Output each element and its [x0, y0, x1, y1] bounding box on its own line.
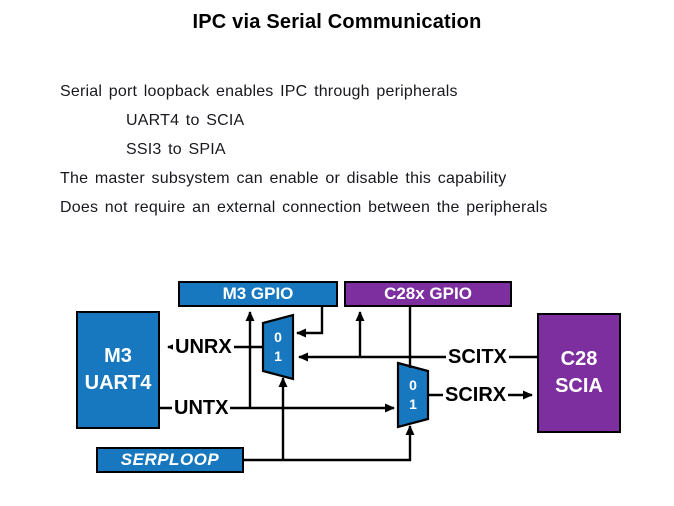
wire-m3gpio-to-mux [296, 307, 324, 338]
mux-right-shape [396, 361, 430, 429]
mux-left-shape [261, 313, 295, 381]
wire-serploop-main [244, 425, 415, 462]
mux-right-digits: 0 1 [398, 364, 428, 426]
serploop-box: SERPLOOP [96, 447, 244, 473]
mux-left-input1: 1 [274, 348, 282, 364]
mux-right-input1: 1 [409, 396, 417, 412]
mux-left-input0: 0 [274, 329, 282, 345]
body-line: Serial port loopback enables IPC through… [60, 83, 458, 100]
m3-uart4-label-line1: M3 [104, 345, 132, 367]
body-line: SSI3 to SPIA [126, 141, 226, 158]
body-text: Serial port loopback enables IPC through… [60, 77, 650, 222]
slide-title: IPC via Serial Communication [192, 11, 482, 33]
mux-left-digits: 0 1 [263, 316, 293, 378]
untx-signal-label: UNTX [172, 397, 231, 420]
mux-right-input0: 0 [409, 377, 417, 393]
unrx-signal-label: UNRX [173, 336, 234, 359]
scitx-signal-label: SCITX [446, 346, 509, 369]
m3-uart4-label-line2: UART4 [84, 372, 152, 394]
body-line: UART4 to SCIA [126, 112, 245, 129]
scirx-signal-label: SCIRX [443, 384, 509, 407]
c28-scia-box: C28 SCIA [537, 313, 621, 433]
m3-uart4-box: M3 UART4 [76, 311, 160, 429]
c28-scia-label-line1: C28 [560, 348, 598, 370]
body-line: Does not require an external connection … [60, 199, 548, 216]
body-line: The master subsystem can enable or disab… [60, 170, 507, 187]
c28-scia-label-line2: SCIA [555, 375, 603, 397]
c28x-gpio-box: C28x GPIO [344, 281, 512, 307]
m3-gpio-box: M3 GPIO [178, 281, 338, 307]
